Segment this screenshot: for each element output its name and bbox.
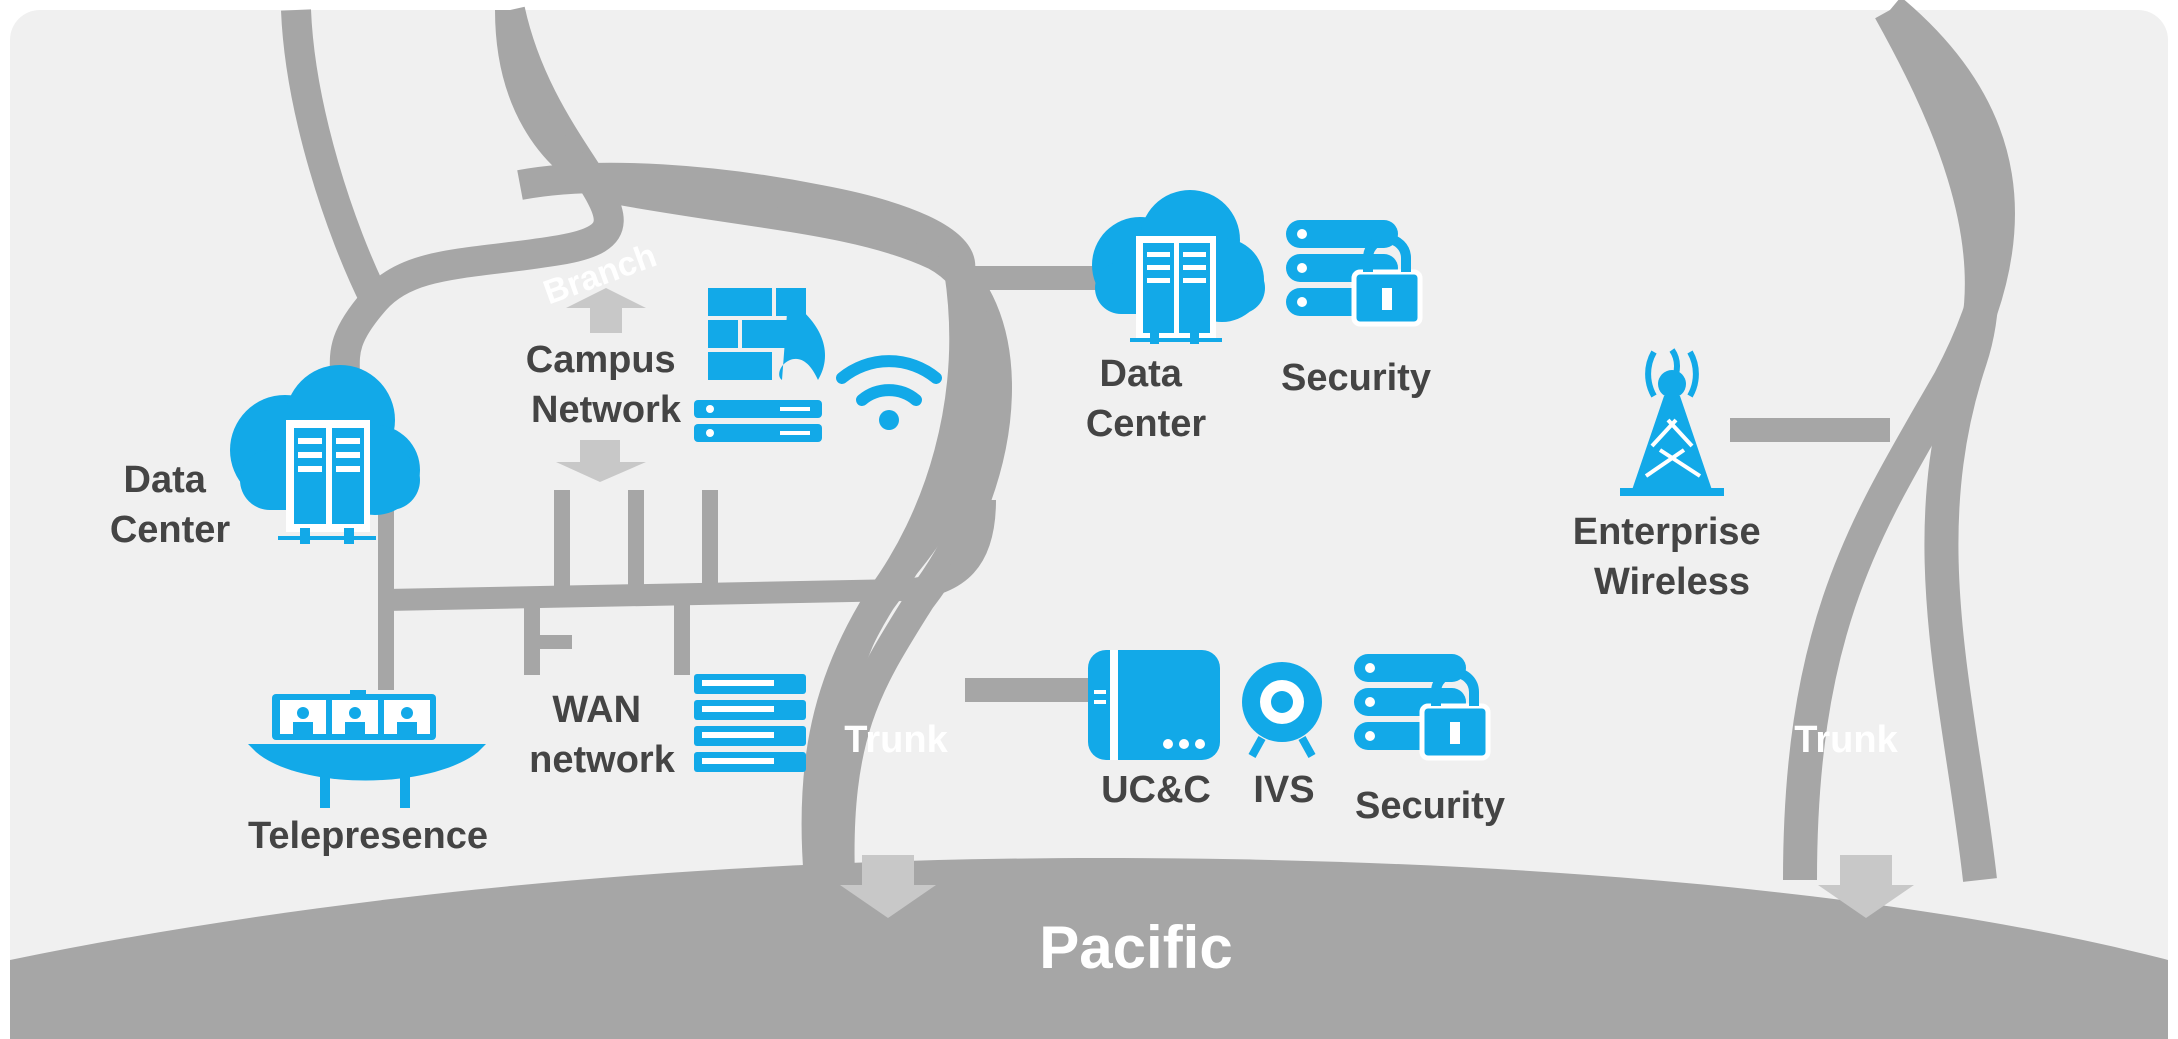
down-arrow-icon [840, 855, 936, 918]
label-ucc: UC&C [1101, 769, 1211, 811]
road-network [281, 0, 2015, 882]
down-arrow-icon [556, 440, 646, 482]
label-pacific: Pacific [1039, 914, 1232, 981]
server-icon [694, 400, 822, 442]
road-branch-outer [281, 9, 389, 307]
label-data-center-left-line-2: Center [110, 509, 231, 551]
label-trunk-right: Trunk [1794, 719, 1898, 761]
label-ivs: IVS [1253, 769, 1314, 811]
label-telepresence: Telepresence [248, 815, 488, 857]
label-enterprise-wireless: Enterprise Wireless [1573, 511, 1772, 603]
road-right-trunk-edge [1875, 1, 1999, 882]
label-trunk-left: Trunk [844, 719, 948, 761]
wifi-icon [836, 355, 942, 430]
switch-rack-icon [694, 674, 806, 772]
map-panel [10, 10, 2168, 1039]
pacific-region [10, 858, 2168, 1039]
label-enterprise-wireless-line-1: Enterprise [1573, 511, 1761, 553]
label-data-center-top: Data Center [1086, 353, 1207, 445]
wireless-tower-icon [1620, 348, 1724, 496]
label-security-bottom: Security [1355, 785, 1505, 827]
cloud-datacenter-icon [230, 365, 420, 544]
label-campus-network: Campus Network [526, 339, 686, 431]
phone-icon [1088, 650, 1220, 760]
firewall-icon [708, 288, 826, 380]
label-campus-network-line-1: Campus [526, 339, 676, 381]
road-wan-line [385, 499, 996, 611]
label-data-center-left-line-1: Data [124, 459, 207, 501]
cloud-datacenter-icon [1092, 190, 1265, 344]
label-campus-network-line-2: Network [531, 389, 682, 431]
label-wan-network: WAN network [529, 689, 676, 781]
label-security-top: Security [1281, 357, 1431, 399]
label-wan-network-line-2: network [529, 739, 676, 781]
secure-storage-icon [1286, 220, 1423, 327]
label-enterprise-wireless-line-2: Wireless [1594, 561, 1750, 603]
webcam-icon [1242, 662, 1322, 758]
up-arrow-icon [566, 288, 646, 333]
label-data-center-top-line-2: Center [1086, 403, 1207, 445]
down-arrow-icon [1818, 855, 1914, 918]
label-wan-network-line-1: WAN [552, 689, 641, 731]
secure-storage-icon [1354, 654, 1491, 761]
road-main-loop [517, 162, 976, 273]
label-data-center-left: Data Center [110, 459, 231, 551]
telepresence-icon [248, 690, 486, 808]
label-data-center-top-line-1: Data [1100, 353, 1183, 395]
